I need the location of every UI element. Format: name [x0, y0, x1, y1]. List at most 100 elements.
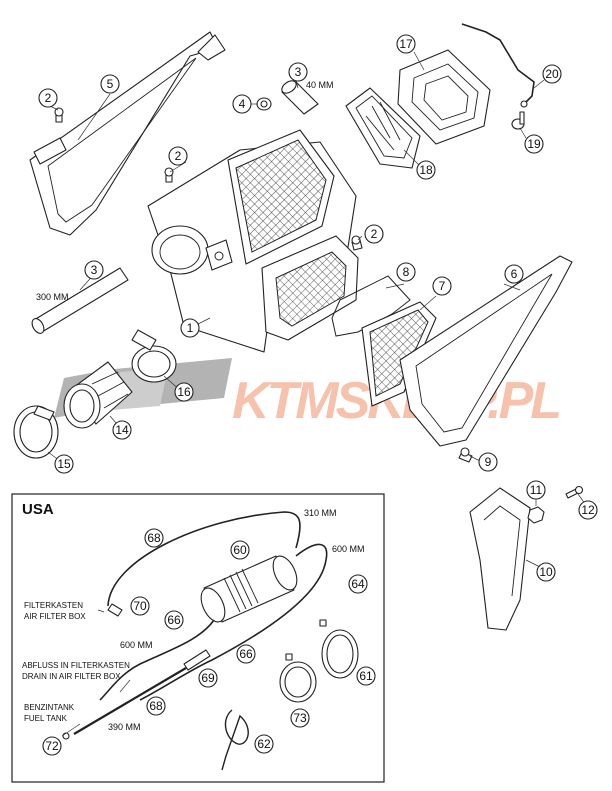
callout-64: 64 [348, 574, 368, 594]
svg-text:1: 1 [187, 321, 194, 335]
svg-text:3: 3 [295, 65, 302, 79]
svg-text:16: 16 [177, 385, 191, 399]
callout-17: 17 [396, 34, 416, 54]
callout-5: 5 [100, 74, 120, 94]
callout-14: 14 [112, 420, 132, 440]
dim-390mm: 390 MM [108, 722, 141, 732]
callout-10: 10 [536, 562, 556, 582]
hose-390mm [73, 667, 187, 735]
svg-text:2: 2 [371, 227, 378, 241]
arrow-tank [61, 723, 81, 737]
canister-60 [200, 555, 298, 623]
hose-300mm [31, 267, 129, 334]
nut-11 [527, 506, 545, 524]
screw-12 [565, 485, 584, 499]
callout-6: 6 [504, 264, 524, 284]
note-filterkasten-en: AIR FILTER BOX [24, 612, 86, 621]
svg-text:66: 66 [239, 647, 253, 661]
callout-16: 16 [174, 382, 194, 402]
note-tank-de: BENZINTANK [24, 703, 75, 712]
note-abfluss-en: DRAIN IN AIR FILTER BOX [22, 672, 121, 681]
note-filterkasten-de: FILTERKASTEN [24, 601, 83, 610]
svg-text:66: 66 [167, 613, 181, 627]
svg-text:5: 5 [107, 77, 114, 91]
dim-600mm-b: 600 MM [120, 640, 153, 650]
svg-text:8: 8 [403, 265, 410, 279]
hose-600mm-upper [139, 543, 328, 701]
callout-4: 4 [232, 94, 252, 114]
connector-69 [183, 649, 211, 671]
svg-text:19: 19 [527, 137, 541, 151]
hose-40mm [281, 80, 319, 115]
svg-text:72: 72 [45, 739, 59, 753]
note-tank-en: FUEL TANK [24, 714, 68, 723]
svg-text:70: 70 [133, 599, 147, 613]
svg-text:20: 20 [545, 67, 559, 81]
callout-69: 69 [198, 668, 218, 688]
screw-2b [164, 167, 174, 183]
dim-600mm-a: 600 MM [332, 544, 365, 554]
side-cover-right [399, 255, 573, 447]
dim-300mm: 300 MM [36, 292, 69, 302]
callout-68b: 68 [146, 696, 166, 716]
fitting-72 [62, 732, 70, 740]
callout-9: 9 [478, 452, 498, 472]
svg-text:15: 15 [57, 457, 71, 471]
callout-61: 61 [356, 666, 376, 686]
svg-text:2: 2 [175, 149, 182, 163]
callout-2c: 2 [364, 224, 384, 244]
callout-68a: 68 [144, 528, 164, 548]
svg-text:3: 3 [91, 263, 98, 277]
callout-20: 20 [542, 64, 562, 84]
callout-60: 60 [230, 540, 250, 560]
svg-text:2: 2 [45, 91, 52, 105]
callout-2a: 2 [38, 88, 58, 108]
fitting-70 [107, 603, 123, 617]
grommet-4 [256, 97, 272, 111]
callout-7: 7 [432, 276, 452, 296]
air-filter-17 [397, 49, 491, 145]
svg-text:12: 12 [581, 503, 595, 517]
callout-3a: 3 [288, 62, 308, 82]
callout-18: 18 [416, 160, 436, 180]
callout-73: 73 [290, 708, 310, 728]
svg-text:73: 73 [293, 711, 307, 725]
hose-600mm-lower [99, 619, 215, 701]
callout-62: 62 [254, 734, 274, 754]
airbox [147, 129, 359, 353]
callout-72: 72 [42, 736, 62, 756]
clamp-61 [321, 629, 359, 679]
callout-1: 1 [180, 318, 200, 338]
callout-11: 11 [526, 480, 546, 500]
hose-310mm [107, 511, 301, 607]
svg-text:69: 69 [201, 671, 215, 685]
hose-clamp-16 [131, 329, 177, 383]
svg-text:64: 64 [351, 577, 365, 591]
intake-boot-14 [63, 361, 133, 429]
screw-64 [285, 619, 327, 661]
dim-40mm: 40 MM [306, 80, 334, 90]
screw-2a [54, 107, 64, 123]
svg-text:68: 68 [149, 699, 163, 713]
svg-text:4: 4 [239, 97, 246, 111]
cable-tie-62 [221, 709, 249, 771]
usa-inset [11, 493, 385, 783]
svg-text:11: 11 [530, 483, 543, 497]
callout-19: 19 [524, 134, 544, 154]
callout-15: 15 [54, 454, 74, 474]
svg-text:6: 6 [511, 267, 518, 281]
svg-text:68: 68 [147, 531, 161, 545]
svg-text:61: 61 [359, 669, 373, 683]
svg-text:14: 14 [115, 423, 129, 437]
callout-2b: 2 [168, 146, 188, 166]
clamp-73 [279, 661, 317, 703]
svg-text:60: 60 [233, 543, 247, 557]
inset-title: USA [22, 501, 54, 518]
svg-text:7: 7 [439, 279, 446, 293]
side-cover-left [29, 31, 226, 236]
svg-text:9: 9 [485, 455, 492, 469]
screw-9 [458, 447, 473, 463]
callout-8: 8 [396, 262, 416, 282]
